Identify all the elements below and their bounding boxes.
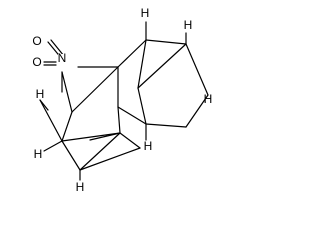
bond (137, 87, 147, 125)
hydrogen-label: H (36, 87, 45, 101)
hydrogen-label: H (141, 6, 150, 20)
bond (50, 39, 65, 57)
hydrogen-label: H (184, 18, 193, 32)
bond (137, 43, 187, 89)
bond (89, 132, 121, 141)
hydrogen-label: H (144, 139, 153, 153)
bond-h (43, 140, 63, 152)
bond (61, 111, 73, 142)
bond (61, 71, 73, 113)
bond (61, 132, 121, 142)
bond (117, 39, 147, 68)
hydrogen-label: H (204, 92, 213, 106)
hydrogen-label: H (76, 180, 85, 194)
bond (119, 132, 141, 149)
bond (79, 147, 141, 171)
bond (137, 39, 147, 89)
molecule-structure: O O S N H H H H H H H (31, 6, 212, 194)
nitrogen-label: N (58, 51, 67, 65)
bond (71, 66, 119, 113)
atom-labels: O O S N H H H H H H H (31, 6, 212, 194)
bond (117, 106, 121, 134)
oxygen-label: O (32, 55, 41, 69)
bond (145, 123, 187, 128)
bond-h (39, 99, 49, 111)
bond (79, 132, 121, 171)
hydrogen-label: H (34, 147, 43, 161)
bond (39, 99, 63, 142)
bond (185, 94, 209, 128)
bond (117, 106, 147, 125)
bond-skeleton (39, 21, 209, 181)
oxygen-label: O (32, 34, 41, 48)
bond (61, 140, 81, 171)
bond (185, 43, 209, 96)
bond (145, 39, 187, 45)
